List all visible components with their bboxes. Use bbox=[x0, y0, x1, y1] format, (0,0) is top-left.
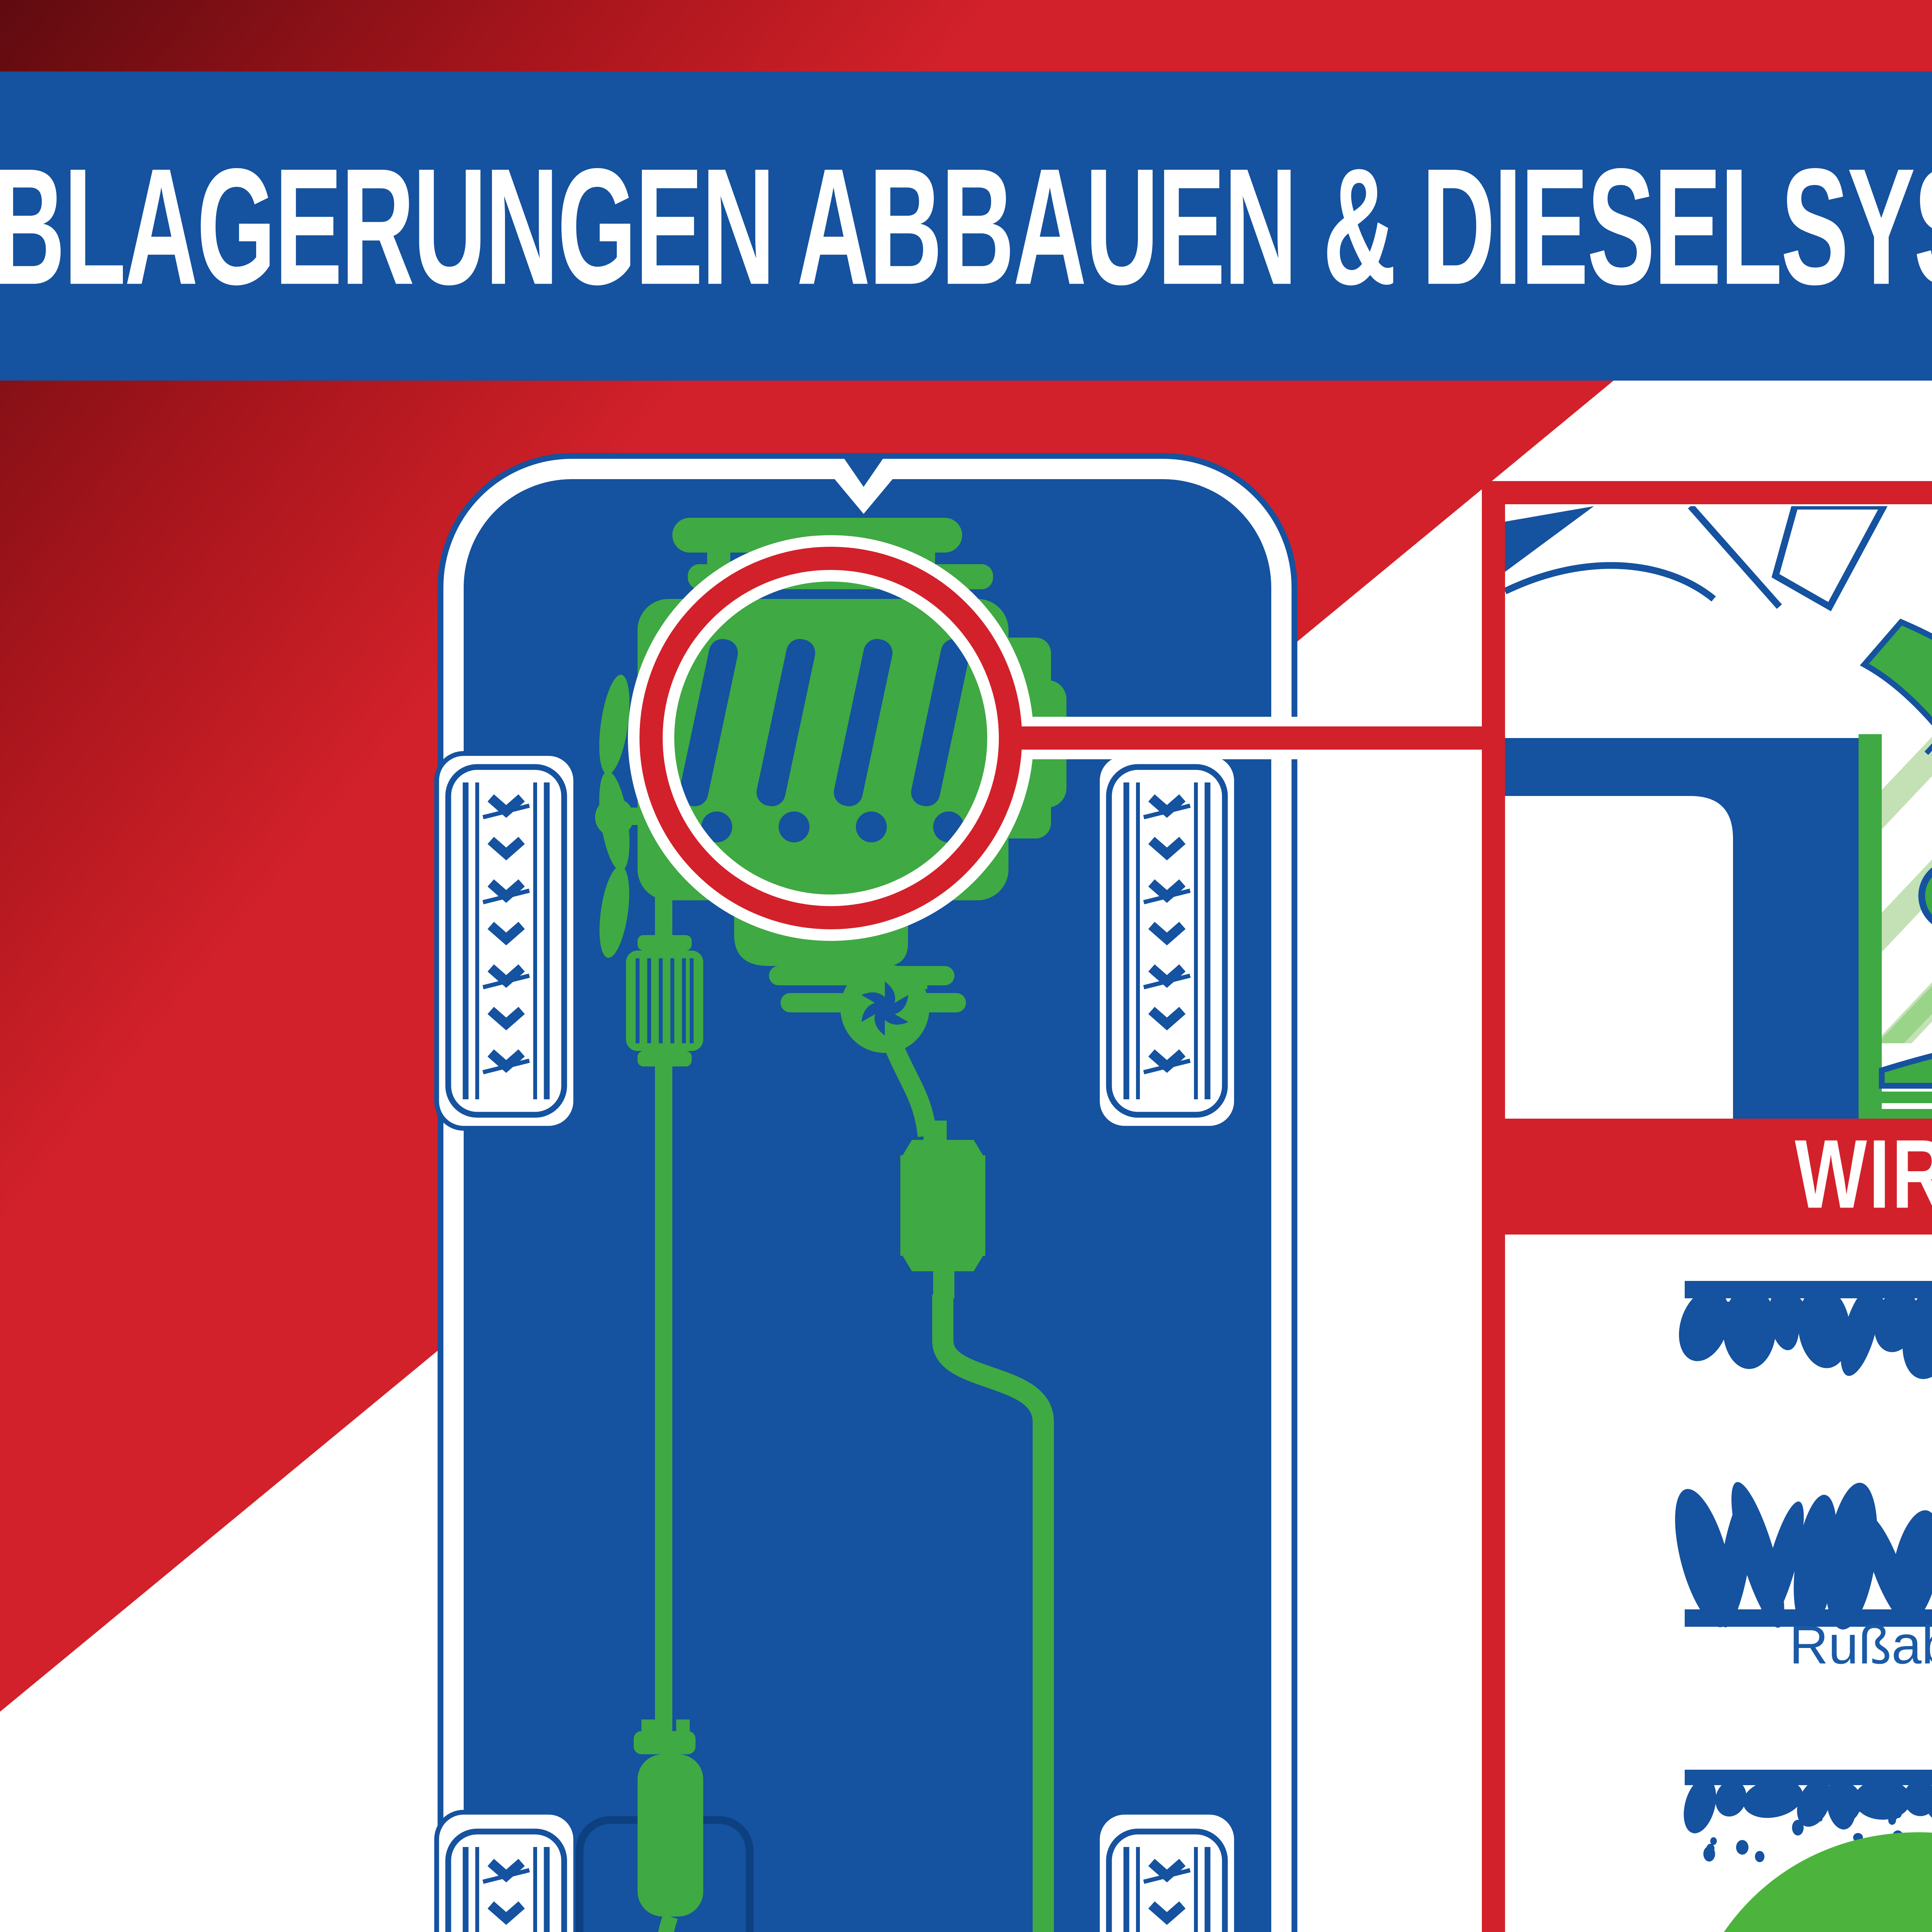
caption-soot: Rußablagerungen im Dieselsystem bbox=[1789, 1615, 1932, 1675]
cleaner-swoosh bbox=[1724, 1832, 1932, 1932]
turbocharger-icon bbox=[840, 964, 929, 1053]
highlight-circle bbox=[639, 547, 1022, 929]
soot-deposits-diagram bbox=[1675, 1281, 1932, 1630]
page-title: ABLAGERUNGEN ABBAUEN & DIESELSYSTEM REGE… bbox=[0, 133, 1932, 319]
engine-highlight bbox=[628, 535, 1530, 941]
section-banner: WIRKUNGSWEISE bbox=[1482, 1119, 1932, 1235]
engine-icon bbox=[638, 518, 1066, 1012]
car-body bbox=[437, 453, 1298, 1932]
wheels bbox=[434, 751, 1239, 1932]
fuel-filter-icon bbox=[626, 935, 703, 1066]
fuel-tank-icon bbox=[576, 1754, 753, 1932]
cylinder-illustration bbox=[1505, 506, 1932, 1119]
intake-port-outlines bbox=[1505, 506, 1888, 612]
section-title: WIRKUNGSWEISE bbox=[1794, 1121, 1932, 1230]
headline-banner: ABLAGERUNGEN ABBAUEN & DIESELSYSTEM REGE… bbox=[0, 71, 1932, 381]
fan-icon bbox=[595, 675, 657, 958]
deposit-diagrams bbox=[1675, 1281, 1932, 1932]
tire-icon bbox=[1109, 1832, 1225, 1932]
drivetrain bbox=[576, 518, 1066, 1932]
catalytic-converter-icon bbox=[900, 1121, 985, 1298]
cleaning-diagram bbox=[1684, 1770, 1932, 1932]
exhaust-line bbox=[840, 893, 1054, 1932]
cylinder-left-wall bbox=[1505, 734, 1882, 1119]
fuel-line bbox=[576, 893, 753, 1932]
tire-icon bbox=[448, 1832, 564, 1932]
tire-icon bbox=[448, 767, 564, 1115]
tire-icon bbox=[1109, 767, 1225, 1115]
